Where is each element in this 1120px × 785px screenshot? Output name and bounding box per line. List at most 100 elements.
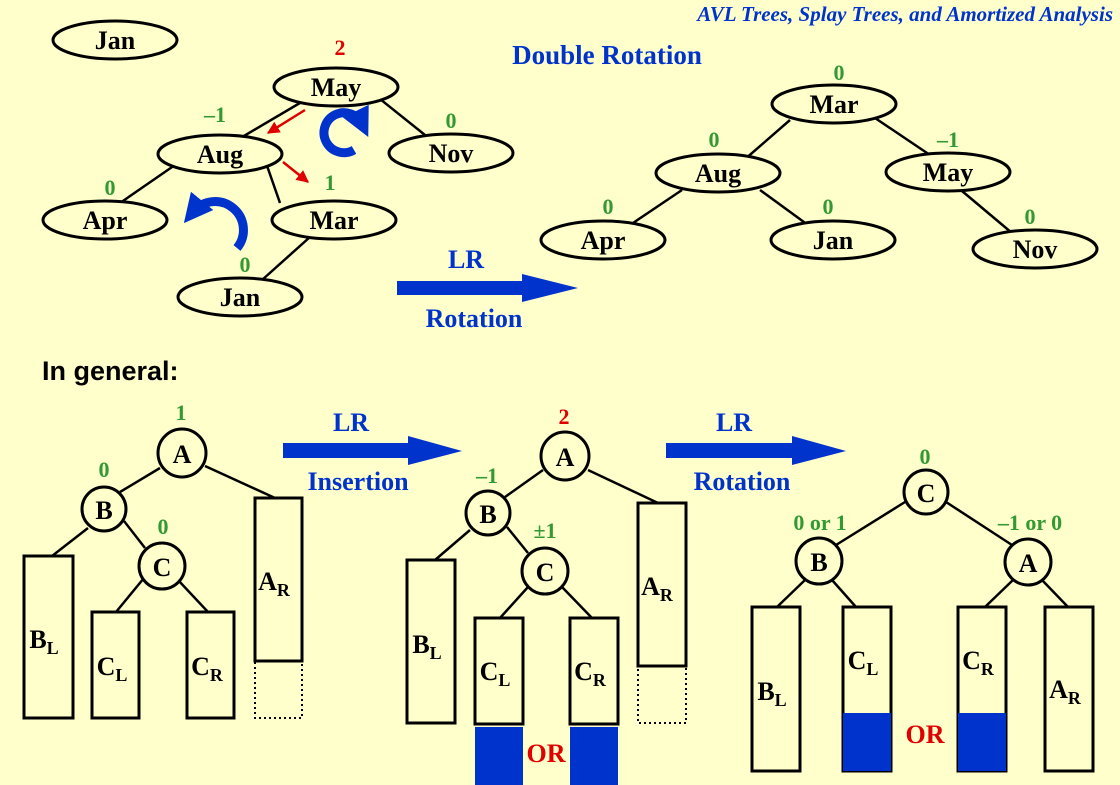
svg-text:Mar: Mar	[809, 90, 858, 119]
rotation-arrow-label-top: LR	[716, 408, 752, 437]
right-arrow-icon	[666, 436, 846, 465]
svg-text:C: C	[536, 558, 555, 587]
svg-text:CL: CL	[848, 646, 879, 679]
general-tree-2	[434, 468, 659, 619]
added-level-fill	[475, 727, 523, 785]
svg-text:B: B	[95, 496, 112, 525]
added-level-fill	[570, 727, 618, 785]
bf-b: 0	[99, 457, 110, 482]
bf-a: 1	[176, 400, 187, 425]
svg-text:Nov: Nov	[429, 139, 474, 168]
svg-text:BL: BL	[412, 630, 441, 663]
rotate-counterclockwise-icon	[183, 191, 248, 251]
svg-text:CR: CR	[191, 652, 224, 685]
svg-text:May: May	[923, 158, 974, 187]
bf-c: 0	[920, 444, 931, 469]
node-apr: Apr	[539, 219, 667, 261]
svg-text:B: B	[810, 548, 827, 577]
bf-jan: 0	[823, 194, 834, 219]
node-may: May	[884, 151, 1012, 193]
svg-text:CR: CR	[962, 646, 995, 679]
added-level-fill	[958, 713, 1006, 771]
insertion-arrow-label-bottom: Insertion	[307, 467, 409, 496]
node-a: A	[156, 427, 208, 479]
node-b: B	[80, 485, 128, 533]
bf-mar: 1	[325, 170, 336, 195]
bf-may: 2	[335, 35, 346, 60]
svg-text:Aug: Aug	[197, 140, 243, 169]
svg-text:A: A	[1019, 549, 1038, 578]
right-arrow-icon	[397, 274, 578, 302]
subtree-cr: CR	[568, 616, 620, 785]
bf-nov: 0	[1025, 204, 1036, 229]
bf-aug: 0	[709, 127, 720, 152]
bf-b: 0 or 1	[793, 510, 846, 535]
svg-text:CL: CL	[97, 652, 128, 685]
svg-text:B: B	[479, 500, 496, 529]
node-c: C	[137, 541, 187, 591]
node-c: C	[520, 546, 570, 596]
top-arrow-label-top: LR	[448, 245, 484, 274]
svg-text:A: A	[173, 440, 192, 469]
inserted-node-jan: Jan	[51, 19, 179, 61]
svg-text:CL: CL	[480, 657, 511, 690]
subtree-ar: AR	[636, 501, 688, 724]
svg-text:Jan: Jan	[220, 283, 261, 312]
red-arrow-icon	[282, 161, 309, 183]
svg-text:Nov: Nov	[1013, 235, 1058, 264]
svg-text:Mar: Mar	[309, 206, 358, 235]
subtree-ar: AR	[1043, 605, 1095, 773]
subtree-ar: AR	[253, 496, 304, 719]
subtree-cl: CL	[90, 610, 141, 720]
svg-text:Apr: Apr	[83, 206, 128, 235]
svg-text:A: A	[556, 443, 575, 472]
bf-a: 2	[559, 404, 570, 429]
general-tree-3	[776, 500, 1069, 608]
node-mar: Mar	[270, 199, 398, 241]
insertion-arrow-label-top: LR	[333, 408, 369, 437]
red-arrow-icon	[266, 108, 306, 135]
or-label: OR	[527, 739, 566, 768]
svg-text:Jan: Jan	[813, 226, 854, 255]
top-arrow-label-bottom: Rotation	[426, 304, 523, 333]
rotate-clockwise-icon	[319, 104, 369, 158]
top-left-tree	[119, 94, 426, 281]
bf-aug: –1	[203, 102, 226, 127]
header-title: AVL Trees, Splay Trees, and Amortized An…	[695, 2, 1113, 26]
or-label: OR	[906, 720, 945, 749]
node-nov: Nov	[971, 228, 1099, 270]
node-jan: Jan	[176, 276, 304, 318]
node-jan: Jan	[769, 219, 897, 261]
svg-text:Jan: Jan	[95, 26, 136, 55]
node-c: C	[902, 468, 950, 516]
node-b: B	[794, 536, 844, 586]
node-nov: Nov	[387, 132, 515, 174]
bf-c: ±1	[533, 518, 556, 543]
bf-nov: 0	[446, 108, 457, 133]
bf-mar: 0	[834, 60, 845, 85]
bf-apr: 0	[105, 175, 116, 200]
node-apr: Apr	[41, 199, 169, 241]
svg-text:C: C	[153, 553, 172, 582]
node-may: May	[272, 66, 400, 108]
bf-jan: 0	[240, 252, 251, 277]
subtree-bl: BL	[750, 605, 802, 773]
node-aug: Aug	[654, 152, 782, 194]
subtree-cr: CR	[185, 610, 236, 720]
subtree-bl: BL	[22, 554, 75, 720]
svg-text:May: May	[311, 73, 362, 102]
node-a: A	[1003, 537, 1053, 587]
svg-text:AR: AR	[1049, 675, 1082, 708]
node-mar: Mar	[770, 83, 898, 125]
bf-a: –1 or 0	[997, 510, 1062, 535]
subtree-cl: CL	[841, 605, 893, 773]
bf-c: 0	[158, 514, 169, 539]
right-arrow-icon	[283, 436, 462, 465]
svg-text:Aug: Aug	[695, 159, 741, 188]
subtitle: Double Rotation	[512, 40, 702, 70]
node-a: A	[539, 430, 591, 482]
svg-text:BL: BL	[29, 625, 58, 658]
node-aug: Aug	[156, 133, 284, 175]
subtree-cr: CR	[956, 605, 1008, 773]
in-general-label: In general:	[42, 356, 179, 386]
